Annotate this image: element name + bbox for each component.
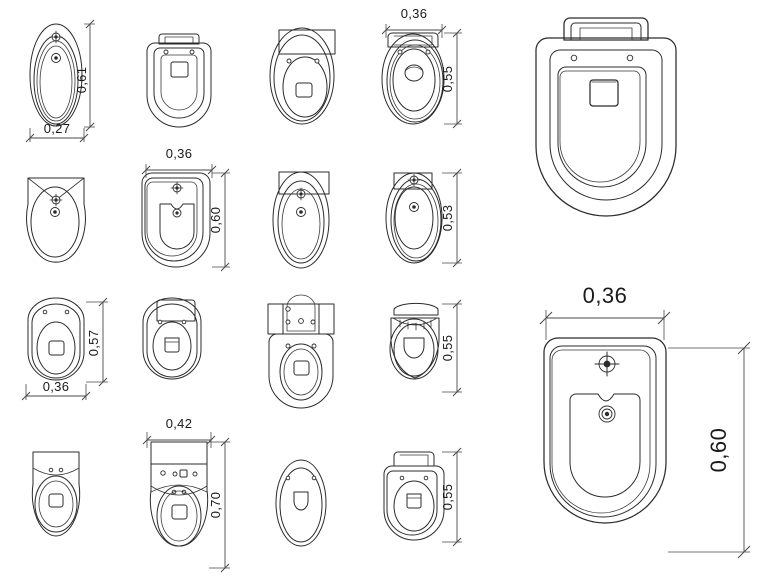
dimension-r2c2-width: 0,36 <box>141 146 217 178</box>
dimension-r2c4-height: 0,53 <box>440 168 462 268</box>
view-wc-close-coupled-plan <box>149 441 209 547</box>
crosshair-fitting <box>49 30 63 44</box>
dim-label-055-r3: 0,55 <box>440 335 455 362</box>
dim-label-060-large: 0,60 <box>706 428 731 473</box>
crosshair-fitting-r2c1 <box>49 193 63 207</box>
dim-label-057: 0,57 <box>86 330 101 357</box>
dimension-r1c1-width: 0,27 <box>25 121 89 143</box>
dimension-r4c4-height: 0,55 <box>440 447 462 547</box>
crosshair-fitting-large <box>594 351 620 377</box>
crosshair-fitting-r2c2 <box>170 181 184 195</box>
view-wc-round-seat-plan <box>381 32 445 125</box>
view-wc-square-lid-plan <box>383 451 445 541</box>
view-wc-square-seat-plan <box>146 33 212 128</box>
view-wc-oval-lid-plan <box>142 297 202 380</box>
dim-label-027: 0,27 <box>44 121 71 136</box>
view-wc-tapered-plan <box>31 451 81 537</box>
view-wc-oval-wide-plan <box>269 27 336 125</box>
dimension-r1c4-height: 0,55 <box>440 28 462 129</box>
view-bidet-vshape-plan <box>26 177 86 263</box>
dimension-r1c1-height: 0,61 <box>74 19 95 132</box>
dim-label-070: 0,70 <box>208 492 223 519</box>
dim-label-055-r4: 0,55 <box>440 484 455 511</box>
dim-label-042: 0,42 <box>166 416 193 431</box>
view-bidet-oval-plan <box>29 23 83 127</box>
dimension-r3c1-height: 0,57 <box>86 297 108 387</box>
dimension-r4c2-width: 0,42 <box>142 416 216 448</box>
dim-label-036-large: 0,36 <box>583 283 628 308</box>
dim-label-036-r3: 0,36 <box>43 379 70 394</box>
dimension-r2c2-height: 0,60 <box>208 168 230 272</box>
dim-label-060-r2: 0,60 <box>208 207 223 234</box>
crosshair-fitting-r2c4 <box>407 173 421 187</box>
view-bidet-small-oval-plan <box>275 459 327 547</box>
dimension-r3c4-height: 0,55 <box>440 299 462 397</box>
dimension-r3c1-width: 0,36 <box>21 379 91 401</box>
dimension-large-height: 0,60 <box>668 341 751 559</box>
view-wc-oval-square-flush-plan <box>27 297 85 381</box>
dim-label-036-r1: 0,36 <box>401 6 428 21</box>
dim-label-053: 0,53 <box>440 205 455 232</box>
view-bidet-detail-large-plan <box>543 337 667 524</box>
dim-label-061: 0,61 <box>74 67 89 94</box>
dim-label-036-r2: 0,36 <box>166 146 193 161</box>
view-bidet-rounded-rect-plan <box>141 172 211 268</box>
view-bidet-oval-tank-plan <box>272 171 330 269</box>
dimension-r4c2-height: 0,70 <box>208 437 230 573</box>
dimension-r1c4-width: 0,36 <box>381 6 447 38</box>
crosshair-fitting-r2c3 <box>294 187 308 201</box>
view-wc-detail-large-plan <box>535 17 677 217</box>
dimension-large-width: 0,36 <box>539 283 671 340</box>
view-wc-oval-compact-plan <box>385 172 443 264</box>
view-wc-cistern-plan <box>267 294 335 409</box>
view-wc-curved-rim-plan <box>389 302 440 380</box>
dim-label-055-r1: 0,55 <box>440 66 455 93</box>
